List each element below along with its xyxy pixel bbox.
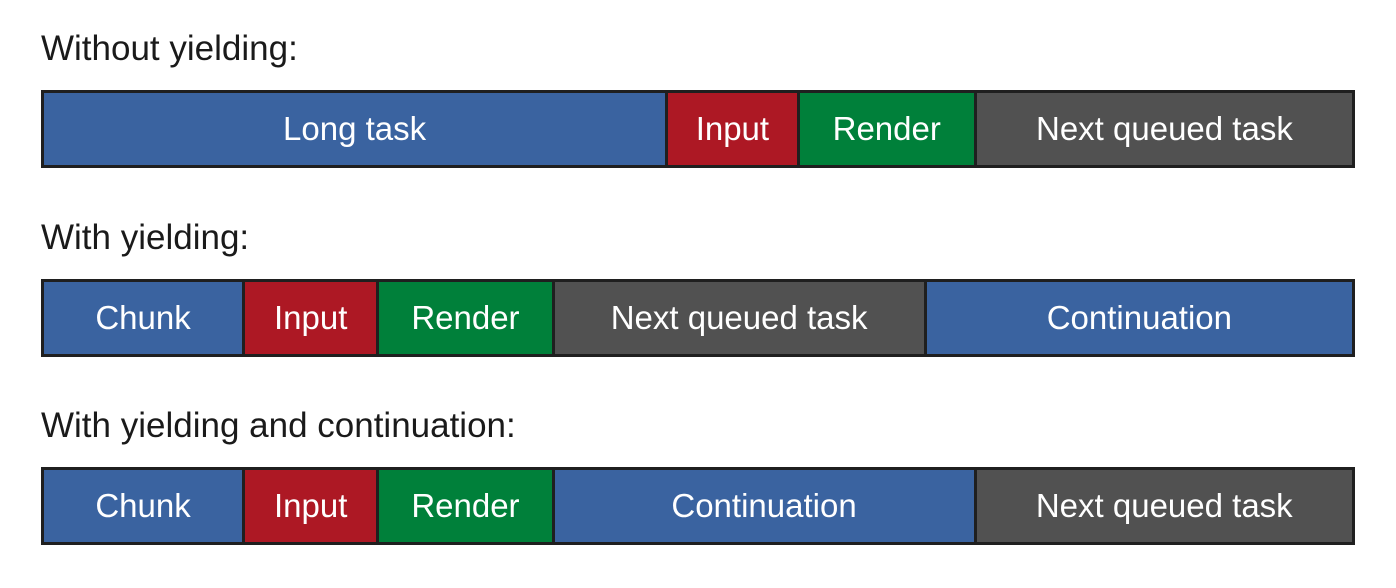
segment-label: Continuation xyxy=(1046,299,1233,336)
segment-label: Render xyxy=(832,110,941,147)
timeline-segment-continuation: Continuation xyxy=(926,282,1352,354)
segment-label: Render xyxy=(411,487,520,524)
timeline-segment-render: Render xyxy=(379,470,555,542)
segment-label: Next queued task xyxy=(1035,487,1293,524)
timeline-segment-continuation: Continuation xyxy=(554,470,977,542)
timeline-segment-input: Input xyxy=(245,470,380,542)
segment-label: Input xyxy=(695,110,770,147)
timeline-segment-input: Input xyxy=(245,282,380,354)
timeline-segment-next-queued-task: Next queued task xyxy=(976,93,1352,165)
timeline-segment-chunk: Chunk xyxy=(44,282,246,354)
segment-label: Input xyxy=(273,299,348,336)
timeline-segment-render: Render xyxy=(379,282,555,354)
timeline-bar-without-yielding: Long task Input Render Next queued task xyxy=(41,90,1355,168)
segment-label: Continuation xyxy=(671,487,857,524)
timeline-segment-render: Render xyxy=(799,93,977,165)
section-label-without-yielding: Without yielding: xyxy=(41,29,298,68)
segment-label: Chunk xyxy=(95,487,191,524)
section-label-with-yielding: With yielding: xyxy=(41,218,250,257)
section-label-with-yielding-and-continuation: With yielding and continuation: xyxy=(41,406,516,445)
segment-label: Input xyxy=(273,487,348,524)
segment-label: Next queued task xyxy=(610,299,868,336)
timeline-segment-input: Input xyxy=(668,93,800,165)
segment-label: Chunk xyxy=(95,299,191,336)
timeline-bar-with-yielding: Chunk Input Render Next queued task Cont… xyxy=(41,279,1355,357)
timeline-segment-next-queued-task: Next queued task xyxy=(554,282,927,354)
timeline-segment-next-queued-task: Next queued task xyxy=(976,470,1352,542)
segment-label: Next queued task xyxy=(1035,110,1293,147)
timeline-segment-long-task: Long task xyxy=(44,93,669,165)
timeline-segment-chunk: Chunk xyxy=(44,470,246,542)
segment-label: Render xyxy=(411,299,520,336)
timeline-bar-with-yielding-and-continuation: Chunk Input Render Continuation Next que… xyxy=(41,467,1355,545)
segment-label: Long task xyxy=(283,110,427,147)
